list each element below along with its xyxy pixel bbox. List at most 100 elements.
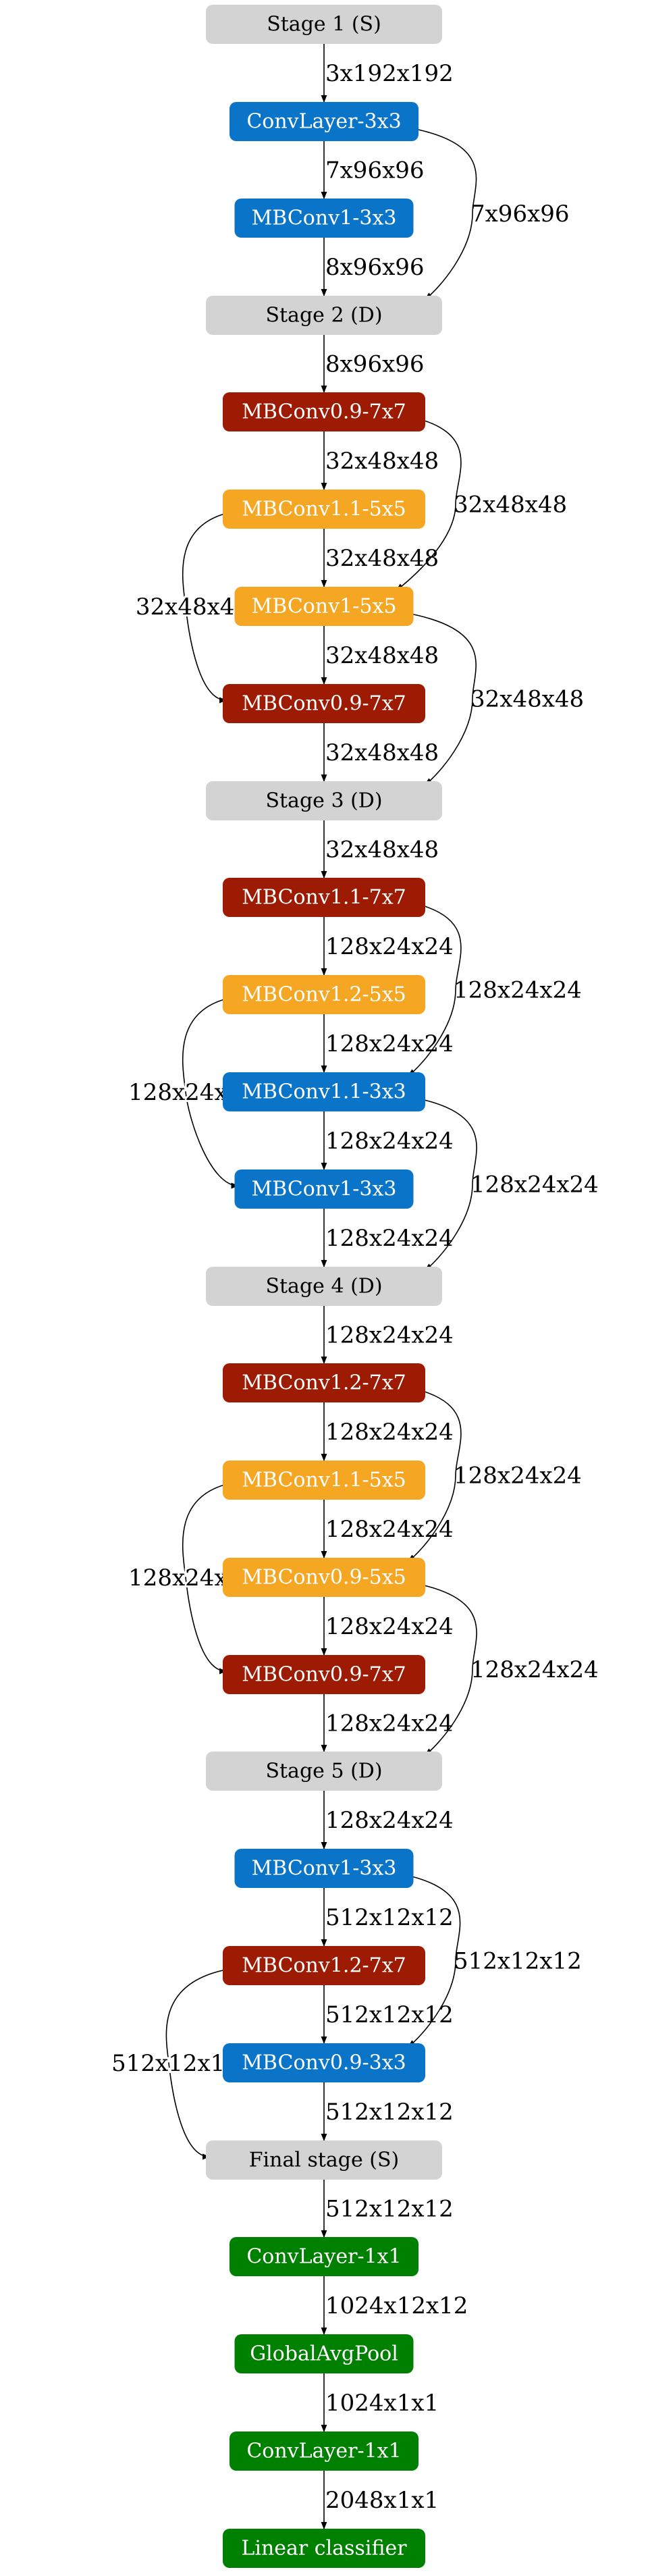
edge-s3a-to-s3c — [408, 903, 462, 1076]
edge-label: 128x24x24 — [325, 1807, 454, 1834]
edge-label: 7x96x96 — [325, 157, 425, 184]
node-stage2: Stage 2 (D) — [206, 296, 442, 335]
node-label: Stage 4 (D) — [265, 1275, 382, 1298]
edge-label: 128x24x24 — [454, 1463, 582, 1490]
node-label: MBConv0.9-5x5 — [242, 1566, 406, 1589]
node-label: ConvLayer-3x3 — [246, 110, 401, 134]
edge-label: 512x12x12 — [454, 1948, 582, 1975]
edge-label: 7x96x96 — [470, 201, 570, 228]
node-label: MBConv1.1-7x7 — [242, 886, 406, 910]
node-s4a: MBConv1.2-7x7 — [223, 1363, 425, 1402]
node-box — [223, 490, 425, 529]
node-label: MBConv1-3x3 — [252, 1178, 397, 1201]
node-label: Stage 5 (D) — [265, 1760, 382, 1783]
edge-label: 2048x1x1 — [325, 2487, 439, 2514]
node-box — [230, 102, 418, 141]
node-s5c: MBConv0.9-3x3 — [223, 2043, 425, 2082]
node-box — [223, 1946, 425, 1985]
edge-s3c-to-stage4 — [414, 1097, 477, 1271]
edge-s5a-to-s5c — [403, 1874, 461, 2047]
edge-label: 3x192x192 — [325, 60, 454, 87]
node-s3d: MBConv1-3x3 — [234, 1169, 414, 1209]
edge-label: 32x48x48 — [136, 594, 249, 621]
edge-label: 128x24x24 — [325, 1225, 454, 1252]
node-box — [223, 1558, 425, 1597]
node-box — [223, 1461, 425, 1500]
node-box — [206, 296, 442, 335]
node-label: Stage 2 (D) — [265, 304, 382, 327]
node-s5a: MBConv1-3x3 — [234, 1849, 414, 1888]
node-box — [223, 2529, 425, 2568]
edge-label: 1024x1x1 — [325, 2390, 439, 2417]
edge-label: 128x24x24 — [470, 1172, 599, 1199]
node-conv1a: ConvLayer-1x1 — [230, 2237, 418, 2276]
edge-label: 128x24x24 — [325, 1710, 454, 1737]
node-box — [223, 392, 425, 431]
edge-label: 32x48x48 — [325, 642, 439, 669]
node-box — [234, 1849, 414, 1888]
node-mb1_3: MBConv1-3x3 — [234, 199, 414, 238]
edge-label: 32x48x48 — [325, 545, 439, 572]
edge-label: 128x24x24 — [325, 1516, 454, 1543]
edge-s4c-to-stage5 — [414, 1583, 477, 1756]
node-s3c: MBConv1.1-3x3 — [223, 1072, 425, 1111]
node-label: MBConv1-3x3 — [252, 207, 397, 230]
node-s2a: MBConv0.9-7x7 — [223, 392, 425, 431]
node-label: ConvLayer-1x1 — [246, 2245, 401, 2269]
edge-label: 32x48x48 — [325, 739, 439, 766]
edge-s4a-to-s4c — [408, 1388, 462, 1562]
node-stage5: Stage 5 (D) — [206, 1752, 442, 1791]
node-s2b: MBConv1.1-5x5 — [223, 490, 425, 529]
node-label: MBConv1.1-5x5 — [242, 1469, 406, 1492]
node-box — [223, 2043, 425, 2082]
edge-label: 128x24x24 — [454, 977, 582, 1004]
node-box — [206, 781, 442, 820]
node-label: MBConv1-5x5 — [252, 595, 397, 619]
edge-label: 8x96x96 — [325, 254, 425, 281]
node-label: MBConv0.9-7x7 — [242, 400, 406, 424]
node-label: MBConv0.9-7x7 — [242, 1663, 406, 1687]
node-label: Stage 3 (D) — [265, 789, 382, 813]
edge-label: 512x12x12 — [325, 2196, 454, 2223]
node-label: Final stage (S) — [249, 2149, 400, 2172]
node-s4d: MBConv0.9-7x7 — [223, 1655, 425, 1694]
node-box — [234, 587, 414, 626]
node-box — [206, 1752, 442, 1791]
node-stage4: Stage 4 (D) — [206, 1267, 442, 1306]
edge-label: 128x24x24 — [325, 933, 454, 960]
node-s3a: MBConv1.1-7x7 — [223, 878, 425, 917]
node-label: Linear classifier — [241, 2537, 407, 2560]
node-stage1: Stage 1 (S) — [206, 5, 442, 44]
node-label: MBConv0.9-7x7 — [242, 692, 406, 716]
edge-s2a-to-s2c — [396, 417, 462, 591]
node-label: MBConv1.2-7x7 — [242, 1954, 406, 1978]
node-box — [223, 878, 425, 917]
edge-label: 1024x12x12 — [325, 2292, 468, 2319]
edge-label: 128x24x24 — [325, 1419, 454, 1446]
node-gap: GlobalAvgPool — [234, 2334, 414, 2373]
node-label: MBConv1.1-5x5 — [242, 498, 406, 521]
node-s3b: MBConv1.2-5x5 — [223, 975, 425, 1014]
edge-label: 128x24x24 — [325, 1613, 454, 1640]
edge-s2c-to-stage3 — [403, 612, 477, 785]
edge-label: 128x24x24 — [325, 1322, 454, 1349]
node-s5b: MBConv1.2-7x7 — [223, 1946, 425, 1985]
edge-conv3-to-stage2 — [408, 127, 477, 300]
node-label: Stage 1 (S) — [267, 13, 381, 36]
nodes-layer: Stage 1 (S)ConvLayer-3x3MBConv1-3x3Stage… — [206, 5, 442, 2568]
edge-s2b-to-s2d — [182, 512, 230, 704]
node-box — [223, 1363, 425, 1402]
edge-label: 128x24x24 — [325, 1128, 454, 1155]
edge-s4b-to-s4d — [182, 1483, 230, 1675]
node-box — [206, 1267, 442, 1306]
node-label: MBConv1-3x3 — [252, 1857, 397, 1881]
edge-label: 512x12x12 — [111, 2050, 240, 2077]
edge-s3b-to-s3d — [182, 997, 239, 1189]
edge-label: 512x12x12 — [325, 1904, 454, 1931]
edge-s5b-to-final — [165, 1968, 230, 2160]
node-stage3: Stage 3 (D) — [206, 781, 442, 820]
node-s4b: MBConv1.1-5x5 — [223, 1461, 425, 1500]
edges-layer: 3x192x1927x96x967x96x968x96x968x96x9632x… — [109, 44, 599, 2530]
node-box — [230, 2432, 418, 2471]
